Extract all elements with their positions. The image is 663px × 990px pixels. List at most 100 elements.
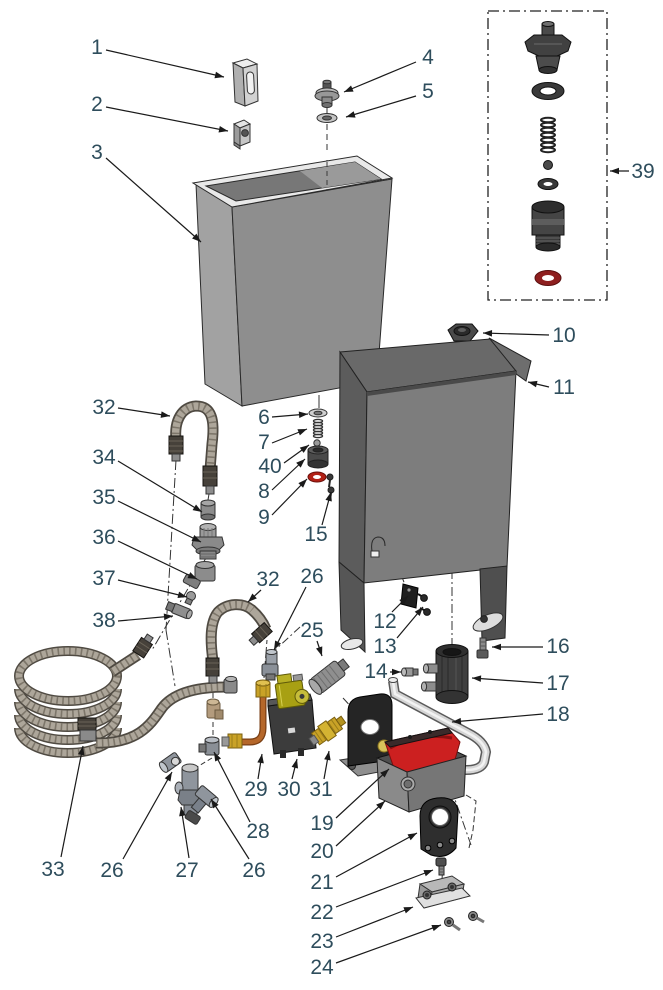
callout-label-17: 17 <box>546 672 569 695</box>
part-37-fitting <box>184 591 196 606</box>
part-14-fitting <box>401 667 419 677</box>
part-30-solenoid-valve <box>267 673 317 758</box>
leader-arrowhead-18 <box>452 717 462 725</box>
leader-line-38 <box>117 615 174 622</box>
valve-cap <box>524 21 572 74</box>
callout-label-19: 19 <box>310 812 333 835</box>
leader-arrowhead-17 <box>472 675 482 682</box>
callout-label-20: 20 <box>310 840 333 863</box>
callout-label-35: 35 <box>92 486 115 509</box>
part-1-bracket <box>231 58 259 107</box>
part-38-fitting <box>164 601 193 620</box>
leader-arrowhead-38 <box>163 613 173 621</box>
leader-line-36 <box>117 540 198 580</box>
part-4-fitting <box>314 79 340 108</box>
leader-arrowhead-20 <box>376 801 385 810</box>
leader-arrowhead-26 <box>211 799 219 809</box>
part-21-motor-plate <box>419 797 459 857</box>
leader-arrowhead-34 <box>192 504 202 512</box>
leader-line-26 <box>210 798 250 860</box>
part-26-fitting-left <box>158 752 182 773</box>
valve-oring <box>537 178 559 190</box>
leader-arrowhead-33 <box>78 746 85 756</box>
part-28-elbow <box>206 698 224 720</box>
callout-label-40: 40 <box>258 455 281 478</box>
part-25-fitting <box>308 658 350 695</box>
part-16-screw <box>476 637 489 659</box>
part-32-hose-lower <box>205 599 273 684</box>
callout-label-23: 23 <box>310 930 333 953</box>
leader-line-28 <box>213 751 251 823</box>
leader-arrowhead-16 <box>492 643 501 651</box>
part-22-screw <box>435 857 447 876</box>
callout-label-21: 21 <box>310 871 333 894</box>
leader-arrowhead-32 <box>248 593 257 602</box>
part-19-pump <box>375 727 468 813</box>
part-24-screws <box>444 911 485 932</box>
leader-arrowhead-23 <box>403 907 413 914</box>
leader-arrowhead-36 <box>187 572 197 579</box>
leader-line-21 <box>335 832 418 878</box>
leader-line-5 <box>345 95 417 118</box>
part-33-coil-hose <box>14 633 238 758</box>
leader-arrowhead-27 <box>179 807 186 817</box>
leader-line-17 <box>471 677 544 684</box>
callout-label-18: 18 <box>546 703 569 726</box>
leader-line-26 <box>273 586 307 651</box>
leader-line-19 <box>335 768 390 819</box>
part-40-ball <box>313 439 321 447</box>
part-27-elbow-gray <box>198 736 220 756</box>
callout-label-39: 39 <box>631 160 654 183</box>
callout-label-9: 9 <box>258 506 270 529</box>
part-12-bracket <box>400 583 419 609</box>
part-23-bracket <box>415 875 471 909</box>
leader-arrowhead-12 <box>399 596 408 605</box>
callout-label-11: 11 <box>553 376 575 399</box>
part-17-block <box>420 644 469 704</box>
leader-line-1 <box>105 49 225 78</box>
callout-label-33: 33 <box>41 858 64 881</box>
leader-arrowhead-11 <box>528 380 538 388</box>
leader-arrowhead-39 <box>610 167 619 175</box>
callout-label-2: 2 <box>91 93 103 116</box>
callout-label-5: 5 <box>422 80 434 103</box>
leader-arrowhead-31 <box>324 751 331 761</box>
part-26-fitting-right <box>190 785 219 814</box>
leader-arrowhead-29 <box>257 754 264 764</box>
callout-label-14: 14 <box>364 660 388 683</box>
callout-label-28: 28 <box>246 820 269 843</box>
leader-arrowhead-30 <box>291 759 299 769</box>
part-13-screws <box>417 593 431 616</box>
leader-arrowhead-26 <box>274 640 282 650</box>
leader-arrowhead-4 <box>344 85 354 92</box>
leader-arrowhead-22 <box>423 870 433 877</box>
part-39-valve-kit-box <box>487 10 608 301</box>
valve-body <box>531 200 565 252</box>
callout-label-38: 38 <box>92 609 115 632</box>
callout-label-10: 10 <box>552 324 575 347</box>
callout-label-15: 15 <box>304 523 327 546</box>
leader-arrowhead-7 <box>297 429 307 436</box>
part-36-elbow <box>182 561 216 589</box>
leader-arrowhead-5 <box>346 111 356 118</box>
leader-arrowhead-32 <box>160 411 170 418</box>
valve-seal-red <box>534 270 562 286</box>
callout-label-29: 29 <box>244 778 267 801</box>
part-5-washer <box>316 113 338 123</box>
leader-arrowhead-1 <box>214 71 224 79</box>
callout-label-24: 24 <box>310 956 334 979</box>
part-35-fitting <box>191 523 225 560</box>
callout-label-32: 32 <box>256 568 279 591</box>
callout-label-16: 16 <box>546 635 569 658</box>
valve-washer <box>531 82 565 100</box>
valve-ball <box>543 160 553 170</box>
callout-label-32: 32 <box>92 396 115 419</box>
part-11-cover-panel <box>338 337 532 654</box>
leader-arrowhead-15 <box>325 492 332 502</box>
leader-arrowhead-26 <box>164 772 172 782</box>
part-34-fitting <box>200 499 216 521</box>
callout-label-26: 26 <box>100 859 123 882</box>
part-29-copper-tube <box>221 679 271 749</box>
